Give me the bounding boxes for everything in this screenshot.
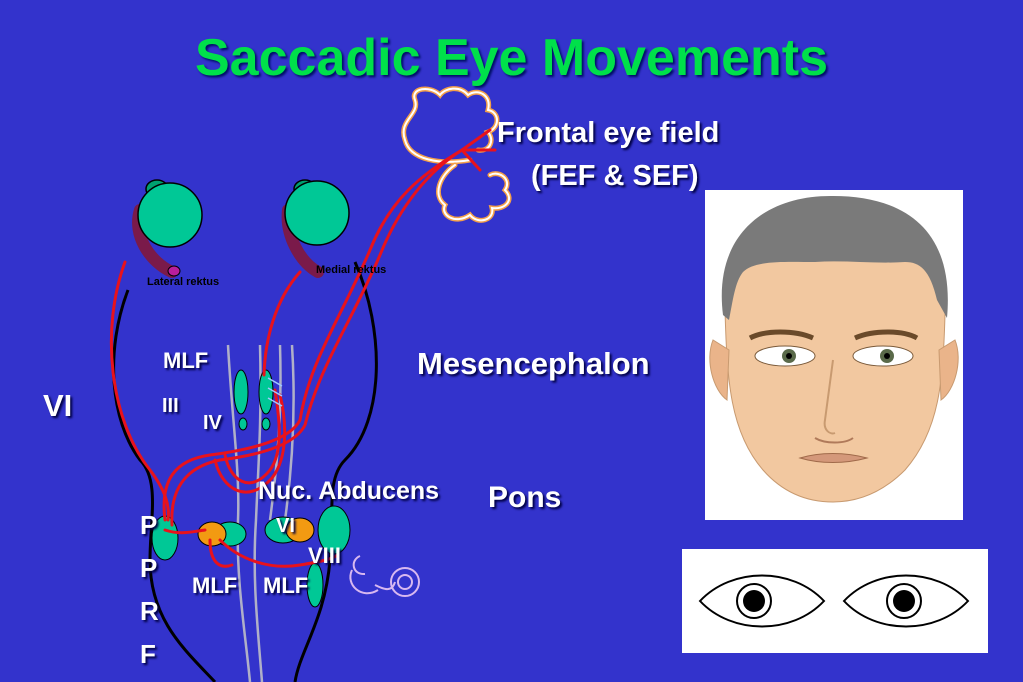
pprf-letter-2: P xyxy=(140,553,158,583)
vi-nerve-label: VI xyxy=(43,388,73,423)
left-eye-illustration xyxy=(132,179,203,278)
mlf-fibers xyxy=(267,377,283,407)
fef-label-line2: (FEF & SEF) xyxy=(531,160,699,192)
vi-nucleus-label: VI xyxy=(276,515,295,537)
right-eye-illustration xyxy=(281,179,350,278)
eyes-illustration xyxy=(682,549,988,653)
mlf-bottom-right-label: MLF xyxy=(263,573,309,598)
saccade-pathways xyxy=(109,128,497,568)
pprf-letter-1: P xyxy=(140,510,158,540)
medial-rektus-label: Medial rektus xyxy=(316,264,387,276)
face-illustration xyxy=(705,190,963,520)
inner-ear-illustration xyxy=(349,555,420,597)
pprf-letter-4: F xyxy=(140,639,156,669)
viii-label: VIII xyxy=(308,543,342,568)
oculomotor-nuclei xyxy=(233,369,274,431)
mesencephalon-label: Mesencephalon xyxy=(417,346,650,381)
pons-label: Pons xyxy=(488,481,562,514)
frontal-cortex-illustration xyxy=(401,86,512,223)
nuc-abducens-label: Nuc. Abducens xyxy=(258,477,440,505)
iv-label: IV xyxy=(203,412,222,434)
iii-label: III xyxy=(162,395,179,417)
slide-title: Saccadic Eye Movements xyxy=(195,29,828,87)
fef-label-line1: Frontal eye field xyxy=(497,117,720,149)
mlf-bottom-left-label: MLF xyxy=(192,573,238,598)
pprf-letter-3: R xyxy=(140,596,159,626)
mlf-top-label: MLF xyxy=(163,348,209,373)
lateral-rektus-label: Lateral rektus xyxy=(147,276,220,288)
